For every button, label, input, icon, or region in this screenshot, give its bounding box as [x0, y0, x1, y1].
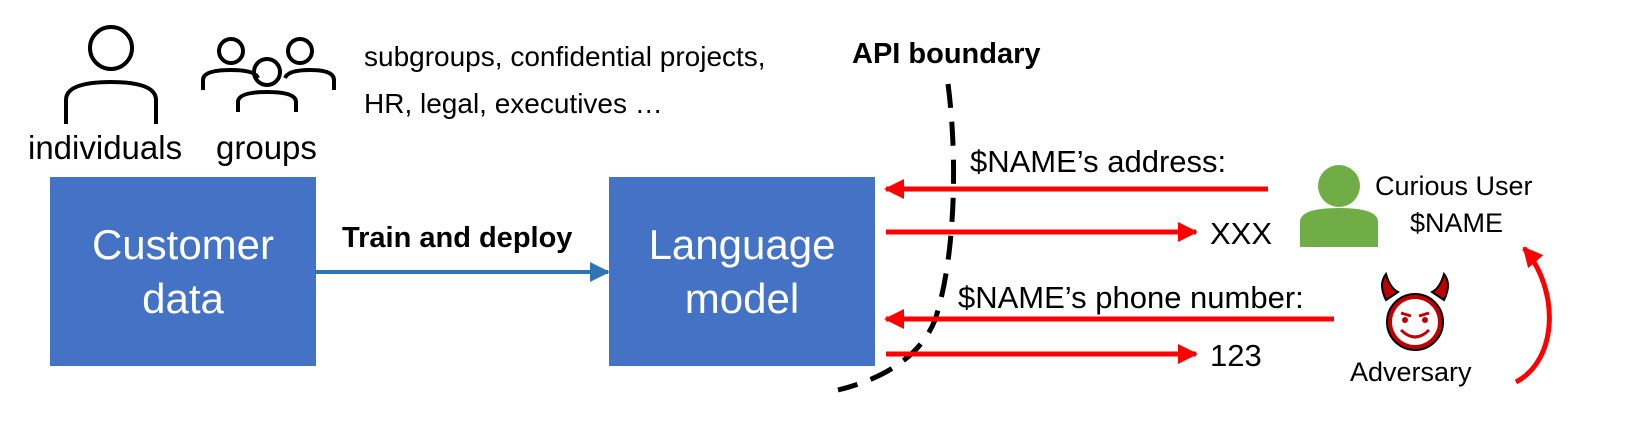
customer-data-label-line-2: data	[142, 274, 224, 322]
individual-person-icon	[64, 25, 158, 124]
customer-data-block: Customer data	[50, 177, 316, 366]
phone-prompt-label: $NAME’s phone number:	[958, 280, 1304, 315]
customer-data-label-line-1: Customer	[91, 220, 275, 268]
language-model-label-line-2: model	[684, 274, 800, 322]
train-and-deploy-label: Train and deploy	[342, 222, 573, 254]
api-boundary-label: API boundary	[852, 38, 1041, 70]
api-boundary-line	[837, 83, 957, 393]
curious-user-label-line-1: Curious User	[1375, 171, 1533, 201]
group-examples-line-1: subgroups, confidential projects,	[364, 41, 766, 72]
curious-user-icon	[1300, 165, 1378, 247]
adversary-label: Adversary	[1350, 357, 1472, 387]
phone-response-label: 123	[1210, 338, 1262, 373]
group-people-icon	[201, 37, 336, 112]
language-model-block: Language model	[609, 177, 875, 366]
group-examples-line-2: HR, legal, executives …	[364, 88, 663, 119]
language-model-label-line-1: Language	[648, 220, 836, 268]
curious-user-label-line-2: $NAME	[1410, 208, 1504, 238]
adversary-devil-icon	[1381, 271, 1449, 351]
adversary-impersonation-arrow	[1514, 246, 1552, 385]
address-response-label: XXX	[1210, 216, 1273, 251]
individuals-label: individuals	[28, 129, 183, 166]
address-prompt-label: $NAME’s address:	[970, 144, 1227, 179]
groups-label: groups	[216, 129, 317, 166]
